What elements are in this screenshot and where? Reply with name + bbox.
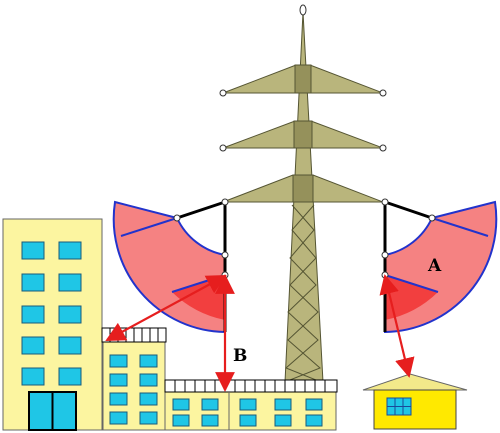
middle-building bbox=[101, 327, 167, 431]
tall-building bbox=[2, 218, 103, 431]
clearance-zone-left bbox=[112, 198, 229, 334]
insulator-end bbox=[379, 89, 387, 97]
zone-radius-line bbox=[120, 217, 178, 237]
insulator-end bbox=[381, 251, 389, 259]
window-grid bbox=[21, 241, 82, 386]
clearance-arrow-a bbox=[379, 274, 415, 378]
low-building bbox=[164, 379, 338, 431]
house-window bbox=[386, 397, 412, 416]
tower-lattice bbox=[285, 204, 322, 383]
house-roof bbox=[362, 373, 468, 391]
roof-railing bbox=[164, 379, 338, 393]
insulator-end bbox=[379, 144, 387, 152]
clearance-arrow-to-middle-building bbox=[105, 275, 227, 341]
tower-band bbox=[292, 174, 314, 203]
zone-radius-line bbox=[431, 217, 489, 237]
insulator-end bbox=[173, 214, 181, 222]
insulator-end bbox=[381, 198, 389, 206]
transmission-tower bbox=[219, 4, 387, 383]
tower-top-insulator bbox=[299, 4, 307, 16]
tower-band bbox=[293, 120, 313, 149]
window-grid bbox=[172, 398, 323, 427]
insulator-end bbox=[221, 198, 229, 206]
house-wall bbox=[373, 389, 457, 430]
small-house bbox=[362, 373, 468, 430]
insulator-end bbox=[219, 144, 227, 152]
label-b: B bbox=[233, 346, 247, 366]
label-a: A bbox=[427, 256, 442, 276]
tower-lattice bbox=[284, 204, 321, 383]
insulator-end bbox=[219, 89, 227, 97]
insulator-end bbox=[221, 251, 229, 259]
tower-band bbox=[294, 64, 312, 94]
window-grid bbox=[109, 354, 158, 425]
insulator-end bbox=[428, 214, 436, 222]
